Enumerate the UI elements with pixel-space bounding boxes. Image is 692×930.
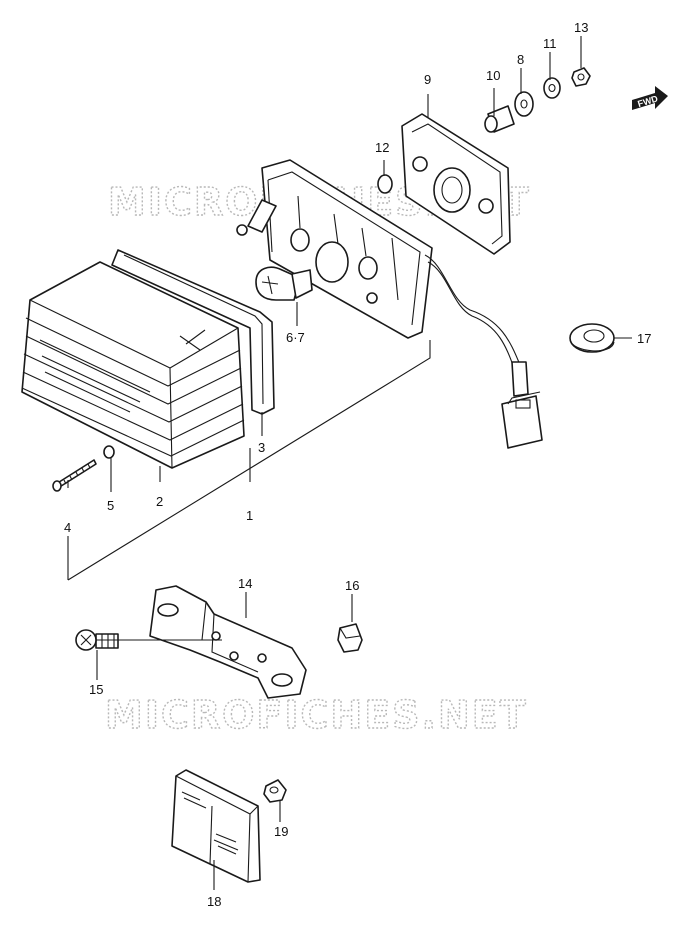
part-19-nut: [263, 779, 287, 803]
part-15-bolt: [75, 629, 119, 651]
part-2-lens: [21, 261, 245, 469]
watermark-bottom: MICROFICHES.NET: [105, 693, 528, 737]
part-9-cover: [401, 113, 511, 255]
callout-13: 13: [574, 20, 588, 35]
callout-numbers: 1 2 3 4 5 6·7 8 9 10 11 12 13 14 15 16 1…: [64, 20, 651, 909]
callout-15: 15: [89, 682, 103, 697]
callout-8: 8: [517, 52, 524, 67]
part-17-grommet: [569, 323, 615, 353]
part-11-washer: [543, 77, 561, 99]
part-12-grommet: [377, 174, 393, 194]
callout-10: 10: [486, 68, 500, 83]
callout-6-7: 6·7: [286, 330, 305, 345]
part-1-housing: [236, 159, 521, 369]
callout-4: 4: [64, 520, 71, 535]
part-5-washer: [103, 445, 115, 459]
callout-3: 3: [258, 440, 265, 455]
part-10-collar: [484, 105, 515, 133]
part-6-7-bulb: [255, 266, 313, 301]
callout-9: 9: [424, 72, 431, 87]
callout-19: 19: [274, 824, 288, 839]
callout-11: 11: [543, 36, 557, 51]
part-13-nut: [571, 67, 591, 87]
callout-16: 16: [345, 578, 359, 593]
callout-12: 12: [375, 140, 389, 155]
part-16-nut: [337, 623, 363, 653]
part-8-washer: [514, 91, 534, 117]
forward-arrow-icon: [632, 86, 668, 110]
fwd-direction-badge: FWD: [632, 86, 668, 110]
leader-lines: [67, 36, 632, 890]
callout-17: 17: [637, 331, 651, 346]
wire-connector: [501, 361, 543, 449]
part-18-reflector: [171, 769, 261, 883]
part-14-bracket: [149, 585, 307, 699]
callout-18: 18: [207, 894, 221, 909]
callout-1: 1: [246, 508, 253, 523]
callout-2: 2: [156, 494, 163, 509]
callout-5: 5: [107, 498, 114, 513]
part-4-screw: [52, 459, 97, 492]
callout-14: 14: [238, 576, 252, 591]
